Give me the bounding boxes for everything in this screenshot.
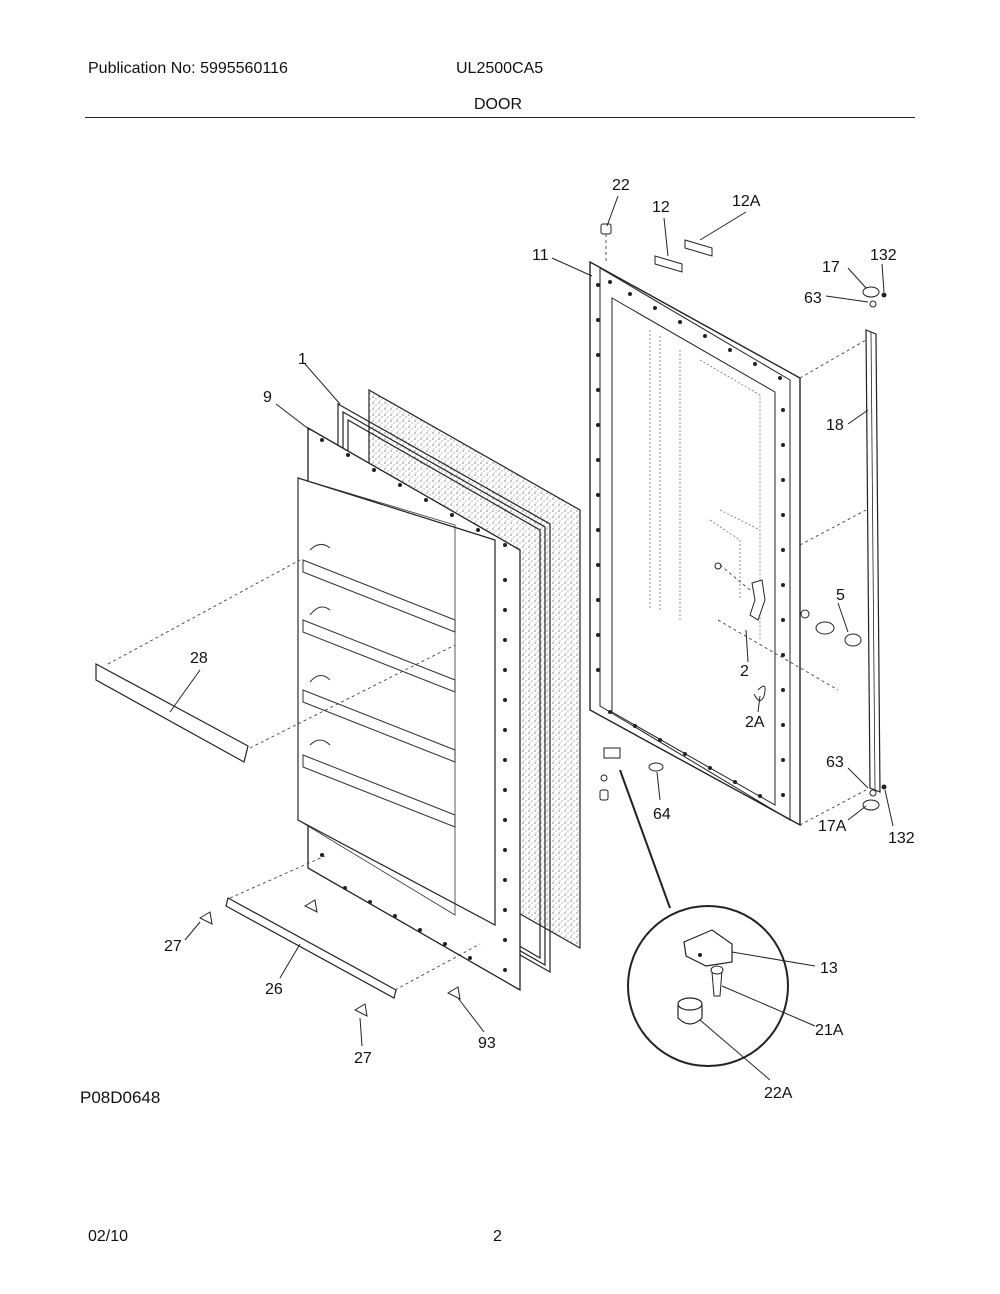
callout-9: 9 (263, 389, 272, 406)
section-title: DOOR (474, 96, 522, 113)
callout-22: 22 (612, 177, 630, 194)
handle-bar (865, 329, 881, 793)
leader-lines (169, 195, 894, 1047)
callout-2a: 2A (745, 714, 765, 731)
trim-strips (95, 662, 397, 999)
callout-132-bottom: 132 (888, 830, 915, 847)
callout-63-top: 63 (804, 290, 822, 307)
callout-17: 17 (822, 259, 840, 276)
callout-27-bottom: 27 (354, 1050, 372, 1067)
publication-number: Publication No: 5995560116 (88, 60, 288, 77)
callout-18: 18 (826, 417, 844, 434)
callout-63-bottom: 63 (826, 754, 844, 771)
door-liner (297, 426, 521, 992)
footer-date: 02/10 (88, 1228, 129, 1245)
callout-5: 5 (836, 587, 845, 604)
header-divider (85, 117, 915, 118)
callout-labels: 22 12 12A 11 17 132 63 18 1 9 5 28 2 2A … (164, 177, 915, 1102)
callout-12: 12 (652, 199, 670, 216)
outer-door-panel (589, 260, 801, 827)
model-number: UL2500CA5 (456, 60, 544, 77)
callout-13: 13 (820, 960, 838, 977)
detail-magnifier (619, 769, 816, 1081)
callout-1: 1 (298, 351, 307, 368)
callout-26: 26 (265, 981, 283, 998)
callout-21a: 21A (815, 1022, 844, 1039)
callout-17a: 17A (818, 818, 847, 835)
callout-12a: 12A (732, 193, 761, 210)
callout-11: 11 (532, 247, 549, 264)
figure-code: P08D0648 (80, 1088, 161, 1107)
page-number: 2 (493, 1228, 502, 1245)
callout-64: 64 (653, 806, 671, 823)
callout-28: 28 (190, 650, 208, 667)
callout-22a: 22A (764, 1085, 793, 1102)
callout-132-top: 132 (870, 247, 897, 264)
callout-27-left: 27 (164, 938, 182, 955)
callout-2: 2 (740, 663, 749, 680)
assembly-lines (107, 234, 867, 991)
callout-93: 93 (478, 1035, 496, 1052)
hardware-parts (198, 223, 887, 1017)
